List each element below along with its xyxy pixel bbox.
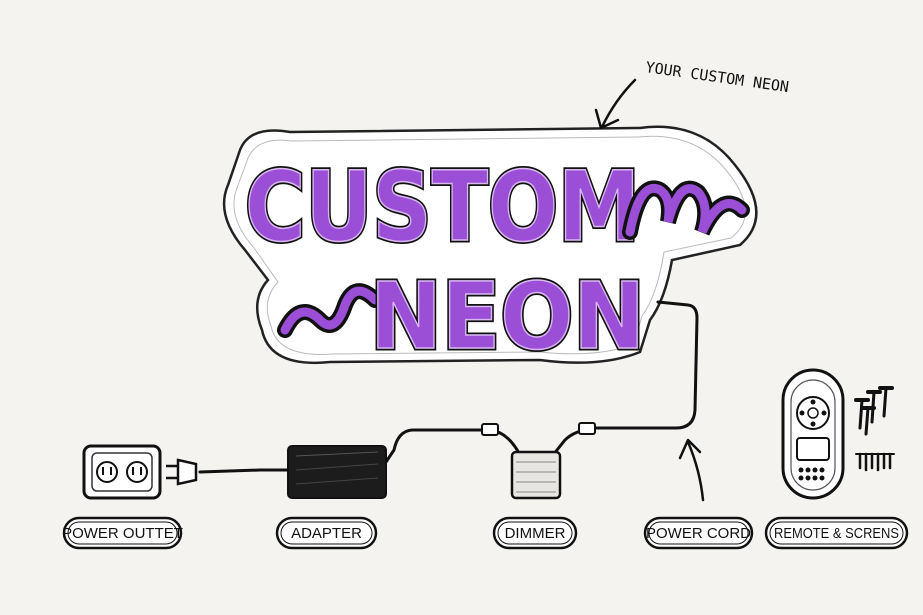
neon-sign: CUSTOM CUSTOM NEON NEON bbox=[222, 125, 758, 373]
svg-text:POWER CORD: POWER CORD bbox=[646, 525, 751, 542]
label-remote-screws: REMOTE & SCRENS bbox=[764, 516, 909, 550]
sign-line-neon: NEON bbox=[370, 263, 645, 370]
connector-left bbox=[481, 423, 499, 436]
sign-line-custom: CUSTOM bbox=[245, 151, 640, 263]
power-plug bbox=[166, 458, 198, 486]
cables bbox=[198, 300, 699, 474]
sign-line-neon-inner: NEON bbox=[370, 263, 645, 370]
adapter-brick bbox=[287, 445, 387, 499]
label-dimmer: DIMMER bbox=[492, 516, 578, 550]
component-labels: POWER OUTTET ADAPTER DIMMER POWER CORD R… bbox=[62, 516, 909, 550]
sign-line-custom-inner: CUSTOM bbox=[245, 151, 640, 263]
cable-adapter-to-plug bbox=[198, 468, 290, 474]
power-outlet bbox=[82, 444, 162, 500]
remote-control bbox=[781, 368, 845, 500]
power-cord-arrow bbox=[678, 438, 705, 502]
annotation: YOUR CUSTOM NEON bbox=[594, 58, 790, 130]
annotation-arrow bbox=[600, 78, 637, 129]
label-power-outlet: POWER OUTTET bbox=[62, 516, 183, 550]
cable-dimmer-to-adapter bbox=[384, 428, 522, 464]
label-power-cord: POWER CORD bbox=[643, 516, 754, 550]
label-adapter: ADAPTER bbox=[275, 516, 378, 550]
svg-text:POWER OUTTET: POWER OUTTET bbox=[62, 525, 183, 542]
annotation-label: YOUR CUSTOM NEON bbox=[644, 58, 790, 96]
dimmer-box bbox=[510, 450, 562, 500]
svg-text:REMOTE & SCRENS: REMOTE & SCRENS bbox=[774, 525, 899, 542]
sign-backing-board bbox=[222, 125, 758, 365]
svg-text:ADAPTER: ADAPTER bbox=[291, 525, 362, 542]
connector-right bbox=[578, 422, 596, 435]
svg-text:DIMMER: DIMMER bbox=[505, 525, 566, 542]
screws bbox=[854, 386, 895, 472]
cable-sign-to-dimmer bbox=[551, 300, 699, 457]
